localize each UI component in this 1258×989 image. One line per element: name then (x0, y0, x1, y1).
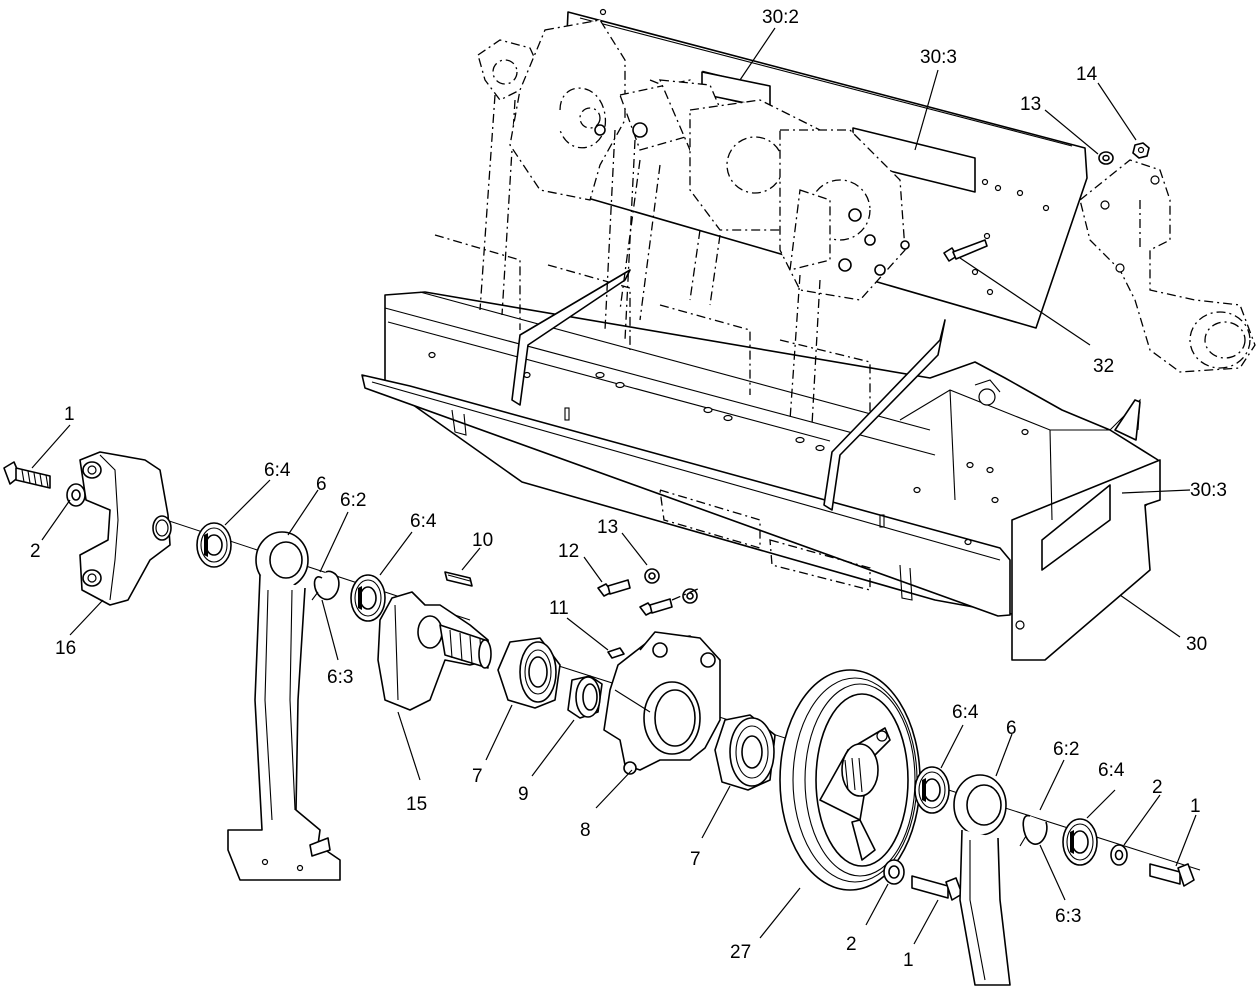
callout-30: 30 (1186, 634, 1207, 655)
snap-ring-6-2-left (311, 570, 340, 601)
frame-ghost-arms (477, 19, 910, 426)
snap-ring-6-2-right (1019, 814, 1048, 847)
callout-6-2-left: 6:2 (340, 490, 366, 511)
key-10 (444, 571, 473, 587)
callout-12: 12 (558, 541, 579, 562)
callout-6-right: 6 (1006, 718, 1017, 739)
washer-2-right (1110, 844, 1128, 866)
callout-27: 27 (730, 942, 751, 963)
callout-30-3-right: 30:3 (1190, 480, 1227, 501)
callout-2-right-bottom: 2 (846, 934, 857, 955)
callout-30-3-top: 30:3 (920, 47, 957, 68)
callout-16: 16 (55, 638, 76, 659)
shaft-housing-15 (377, 591, 492, 711)
nut-14-top (1132, 142, 1150, 159)
callout-2-left: 2 (30, 541, 41, 562)
upper-right-ghost-housing (1079, 159, 1256, 373)
callout-10: 10 (472, 530, 493, 551)
screw-12-b (639, 598, 673, 616)
callout-11: 11 (549, 598, 569, 619)
bearing-6-4-d (1062, 818, 1098, 866)
callout-13-mid: 13 (597, 517, 618, 538)
fastener-axis (671, 587, 701, 601)
bolt-32 (943, 239, 988, 262)
callout-13-top: 13 (1020, 94, 1041, 115)
callout-6-4-a: 6:4 (264, 460, 291, 481)
callout-30-2-top: 30:2 (762, 7, 799, 28)
callout-9: 9 (518, 784, 529, 805)
callout-6-3-right: 6:3 (1055, 906, 1081, 927)
bearing-6-4-a (196, 522, 232, 568)
callout-6-2-right: 6:2 (1053, 739, 1079, 760)
pulley-27 (779, 669, 921, 891)
bolt-1-left (3, 461, 51, 489)
screw-12 (597, 579, 631, 597)
callout-8: 8 (580, 820, 591, 841)
bearing-6-4-c (914, 766, 950, 814)
bearing-7-right (714, 714, 776, 791)
callout-1-right-top: 1 (1190, 796, 1201, 817)
arm-6-left (227, 531, 341, 881)
washer-13-mid-b (682, 588, 698, 604)
callout-1-right-bottom: 1 (903, 950, 914, 971)
callout-6-4-d: 6:4 (1098, 760, 1125, 781)
bracket-16 (79, 451, 172, 606)
callout-7-right: 7 (690, 849, 701, 870)
callout-6-left: 6 (316, 474, 327, 495)
callout-7-left: 7 (472, 766, 483, 787)
washer-2-bottom (883, 859, 905, 885)
callout-labels: 30:2 30:3 13 14 32 30:3 30 1 2 16 6:4 6 … (30, 7, 1227, 971)
callout-6-4-b: 6:4 (410, 511, 437, 532)
callout-6-4-c: 6:4 (952, 702, 979, 723)
housing-8 (603, 631, 721, 775)
callout-2-right-top: 2 (1152, 777, 1163, 798)
washer-2-left (66, 483, 86, 507)
bolt-1-bottom (911, 875, 963, 901)
frame-assembly (361, 8, 1161, 661)
callout-32: 32 (1093, 356, 1114, 377)
bolt-1-right (1149, 863, 1195, 887)
callout-1-left: 1 (64, 404, 75, 425)
callout-6-3-left: 6:3 (327, 667, 353, 688)
spacer-9 (567, 675, 603, 719)
callout-14-top: 14 (1076, 64, 1098, 85)
leader-lines (31, 27, 1197, 945)
callout-15: 15 (406, 794, 427, 815)
washer-13-mid (644, 568, 660, 584)
washer-13-top (1098, 151, 1114, 165)
pin-11 (607, 647, 625, 659)
bearing-7-left (497, 637, 561, 709)
bearing-6-4-b (350, 574, 386, 622)
arm-6-right (953, 774, 1011, 986)
